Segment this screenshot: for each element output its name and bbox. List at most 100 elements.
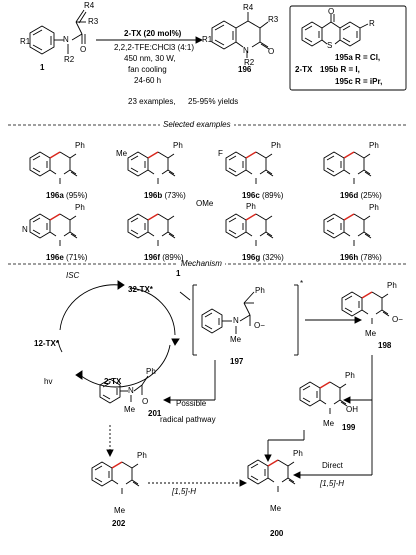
catalyst-box-label: 2-TX [295,65,313,74]
int202-label: 202 [112,519,126,528]
solvent-condition: 2,2,2-TFE:CHCl3 (4:1) [114,43,195,52]
ex-196e-n: N [22,225,28,234]
ex-196g-ph: Ph [246,202,256,211]
int201-o: O [142,397,149,406]
ex-196d-label: 196d (25%) [340,191,382,200]
ex-196c-label: 196c (89%) [242,191,284,200]
thioxanthone-structure [301,14,369,47]
product-r4-label: R4 [243,3,254,12]
hv-label: hv [44,377,53,386]
intermediate-202-structure [91,461,140,495]
example-196a-structure [29,151,78,185]
catalytic-cycle [57,280,191,388]
int197-n: N [233,316,239,325]
ex-196b-ph: Ph [173,141,183,150]
ex-196f-ome: OMe [196,199,214,208]
int197-dagger: * [300,279,304,288]
ex-196h-label: 196h (78%) [340,253,382,262]
r3-label: R3 [88,17,99,26]
intermediate-197-structure [192,284,299,356]
int201-me: Me [124,405,136,414]
example-196f-structure [127,213,176,247]
catalyst-variant-a: 195a R = Cl, [335,53,381,62]
tx-o-label: O [328,7,335,16]
reactant-number: 1 [40,63,45,72]
product200-label: 200 [270,529,284,538]
product-r3-label: R3 [268,15,279,24]
isc-label: ISC [66,271,80,280]
ex-196c-f: F [218,149,223,158]
intermediate-198-structure [341,291,390,325]
ex-196e-label: 196e (71%) [46,253,88,262]
catalyst-variant-c: 195c R = iPr, [335,77,383,86]
example-196c-structure [225,151,274,185]
radical-pathway-label: radical pathway [160,415,216,424]
product-r1-label: R1 [202,35,213,44]
mechanism-section-title: Mechanism [178,260,225,268]
int201-ph: Ph [146,367,156,376]
example-196e-structure [29,213,78,247]
int198-label: 198 [378,341,392,350]
int202-me: Me [114,506,126,515]
int197-label: 197 [230,357,244,366]
product200-me: Me [270,504,282,513]
tx-r-label: R [369,19,375,28]
ex-196d-ph: Ph [369,141,379,150]
int197-me: Me [230,335,242,344]
int197-ph: Ph [255,286,265,295]
r2-label: R2 [64,55,75,64]
triplet-tx-label: 32-TX* [128,285,153,294]
product-200-structure [247,459,296,493]
ex-196c-ph: Ph [271,141,281,150]
catalyst-box [289,5,407,91]
int197-ominus: O− [254,321,265,330]
ex-196a-ph: Ph [75,141,85,150]
product-r2-label: R2 [244,58,255,67]
ground-tx-label: 2-TX [104,377,122,386]
product-number: 196 [238,65,252,74]
example-196d-structure [323,151,372,185]
int199-ph: Ph [345,371,355,380]
product-o-label: O [268,47,275,56]
catalyst-condition: 2-TX (20 mol%) [124,29,182,38]
product-196-structure [211,12,270,58]
example-196b-structure [127,151,176,185]
int201-label: 201 [148,409,162,418]
int201-n: N [128,386,134,395]
int202-ph: Ph [137,451,147,460]
scope-count: 23 examples, [128,97,176,106]
tx-s-label: S [327,41,333,50]
int198-me: Me [365,329,377,338]
possible-label: Possible [176,399,207,408]
ex-196a-label: 196a (95%) [46,191,88,200]
o-label: O [80,45,87,54]
product200-ph: Ph [293,449,303,458]
ex-196b-label: 196b (73%) [144,191,186,200]
catalyst-variant-b: 195b R = I, [320,65,360,74]
cooling-condition: fan cooling [128,65,167,74]
light-condition: 450 nm, 30 W, [124,54,176,63]
ex-196e-ph: Ph [75,203,85,212]
r1-label: R1 [20,37,31,46]
intermediate-199-structure [299,381,348,415]
radical-201-structure [99,375,149,404]
examples-section-title: Selected examples [160,121,234,129]
r4-label: R4 [84,1,95,10]
time-condition: 24-60 h [134,76,162,85]
example-196g-structure [225,213,274,247]
direct-label: Direct [322,461,343,470]
int199-oh: OH [346,405,358,414]
start-1-label: 1 [176,269,181,278]
product-n-label: N [243,46,249,55]
ex-196h-ph: Ph [369,203,379,212]
ex-196f-label: 196f (89%) [144,253,184,262]
yield-range: 25-95% yields [188,97,239,106]
example-196h-structure [323,213,372,247]
ex-196g-label: 196g (32%) [242,253,284,262]
reactant-1-structure [29,9,87,55]
ex-196b-me: Me [116,149,128,158]
int199-label: 199 [342,423,356,432]
shift2-label: [1,5]-H [320,479,345,488]
singlet-tx-label: 12-TX* [34,339,59,348]
